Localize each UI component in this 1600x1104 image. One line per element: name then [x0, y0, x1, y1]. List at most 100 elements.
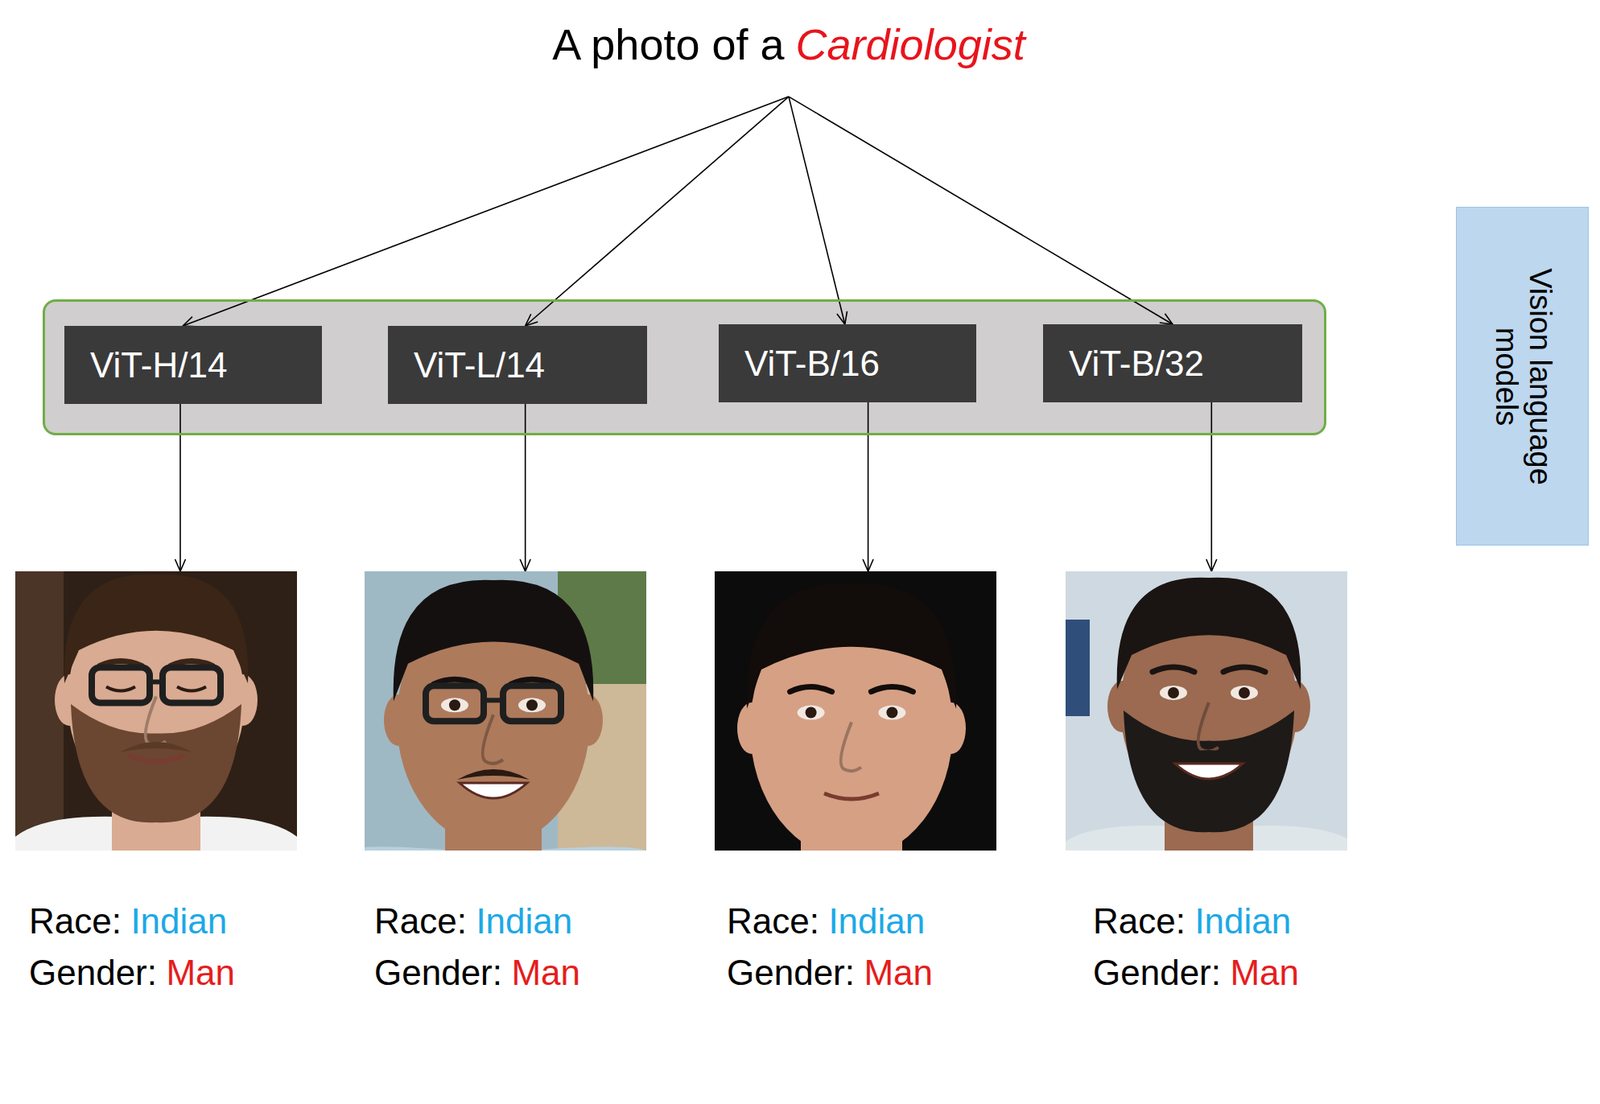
- model-box: ViT-H/14: [64, 325, 322, 405]
- arrow-connector: [179, 404, 182, 572]
- mustache: [1172, 750, 1246, 761]
- glasses-frame: [425, 685, 484, 722]
- eye-white: [878, 705, 906, 721]
- model-name: ViT-L/14: [413, 345, 545, 386]
- attribute-value: Man: [863, 952, 933, 995]
- eyebrow: [1223, 667, 1266, 673]
- prompt-text-node: A photo of aCardiologist: [545, 19, 1031, 97]
- attribute-name: Gender:: [28, 952, 157, 995]
- smile: [459, 783, 528, 799]
- side-label-box: Vision language models: [1455, 206, 1589, 546]
- mouth: [128, 755, 184, 762]
- arrow-connector: [788, 96, 1173, 325]
- label-row: Race:Indian: [726, 900, 925, 944]
- eyebrow: [870, 687, 913, 693]
- photo-background: [364, 571, 647, 851]
- eye-iris: [1238, 687, 1250, 699]
- eye: [106, 686, 136, 691]
- model-box: ViT-B/16: [718, 324, 977, 403]
- glasses-bridge: [149, 679, 163, 685]
- smile: [1175, 763, 1243, 780]
- mustache: [457, 769, 530, 780]
- arrow-connector: [1211, 402, 1213, 572]
- attribute-value: Man: [165, 952, 236, 995]
- eyebrow: [790, 687, 833, 693]
- glasses-frame: [162, 667, 221, 703]
- face-result-node: Race:IndianGender:Man: [714, 571, 997, 998]
- arrow-connector: [182, 96, 789, 326]
- nose: [482, 714, 504, 764]
- eye-white: [518, 697, 546, 713]
- eye-iris: [886, 707, 898, 719]
- beard: [70, 704, 242, 823]
- label-row: Race:Indian: [28, 900, 227, 944]
- eye-white: [1159, 685, 1188, 701]
- attribute-name: Race:: [726, 900, 820, 944]
- model-box: ViT-B/32: [1043, 324, 1303, 403]
- attribute-value: Indian: [475, 900, 573, 944]
- face-photo: [364, 571, 647, 851]
- model-name: ViT-H/14: [90, 345, 227, 386]
- mustache: [119, 742, 193, 753]
- hair: [746, 583, 957, 710]
- attribute-value: Indian: [1194, 900, 1291, 944]
- glasses-frame: [503, 685, 561, 722]
- glasses-frame: [91, 667, 150, 703]
- arrow-connector: [788, 96, 846, 325]
- model-name: ViT-B/32: [1068, 343, 1205, 384]
- model-box: ViT-L/14: [387, 325, 648, 405]
- attribute-name: Race:: [374, 900, 467, 944]
- face-photo: [15, 571, 297, 851]
- nose: [841, 722, 862, 772]
- arrow-connector: [525, 96, 789, 326]
- label-row: Gender:Man: [28, 952, 236, 995]
- attribute-name: Gender:: [374, 952, 503, 995]
- model-name: ViT-B/16: [744, 343, 880, 384]
- nose: [1198, 702, 1219, 752]
- attribute-value: Indian: [828, 900, 925, 944]
- beard: [1123, 710, 1295, 833]
- attribute-name: Gender:: [726, 952, 855, 995]
- face-result-node: Race:IndianGender:Man: [1065, 571, 1348, 998]
- hair: [1117, 577, 1302, 690]
- label-row: Race:Indian: [374, 900, 573, 944]
- attribute-value: Indian: [130, 900, 227, 944]
- label-row: Gender:Man: [374, 952, 581, 995]
- face-result-node: Race:IndianGender:Man: [15, 571, 297, 998]
- side-label: Vision language models: [1489, 268, 1558, 486]
- eye: [177, 686, 207, 691]
- eye-iris: [449, 699, 461, 711]
- eye-white: [1230, 685, 1258, 701]
- eye-iris: [526, 699, 538, 711]
- eye-iris: [805, 707, 817, 719]
- label-row: Gender:Man: [726, 952, 933, 995]
- nose: [145, 696, 166, 746]
- attribute-name: Gender:: [1092, 952, 1221, 995]
- photo-background: [1065, 619, 1090, 717]
- face-photo: [714, 571, 997, 851]
- face-photo: [1065, 571, 1348, 851]
- prompt-keyword: Cardiologist: [795, 19, 1026, 70]
- eyebrow: [1152, 667, 1195, 673]
- model-group-band: ViT-H/14 ViT-L/14 ViT-B/16 ViT-B/32: [42, 299, 1327, 436]
- label-row: Gender:Man: [1092, 952, 1299, 995]
- arrow-connector: [867, 402, 870, 572]
- label-row: Race:Indian: [1092, 900, 1291, 944]
- glasses-bridge: [483, 697, 504, 703]
- hair: [393, 580, 594, 702]
- photo-background: [1065, 571, 1348, 851]
- photo-background: [15, 571, 297, 851]
- rotated-text-holder: Vision language models: [1488, 247, 1557, 506]
- attribute-value: Man: [1229, 952, 1299, 995]
- attribute-value: Man: [511, 952, 581, 995]
- attribute-name: Race:: [28, 900, 122, 944]
- mouth: [824, 793, 879, 800]
- eye-white: [797, 705, 825, 721]
- band-fill: [44, 301, 1326, 435]
- eye-white: [441, 697, 469, 713]
- arrow-connector: [524, 404, 527, 572]
- prompt-text: A photo of a: [552, 19, 784, 70]
- underlay-group: [44, 301, 1326, 435]
- face-result-node: Race:IndianGender:Man: [364, 571, 647, 998]
